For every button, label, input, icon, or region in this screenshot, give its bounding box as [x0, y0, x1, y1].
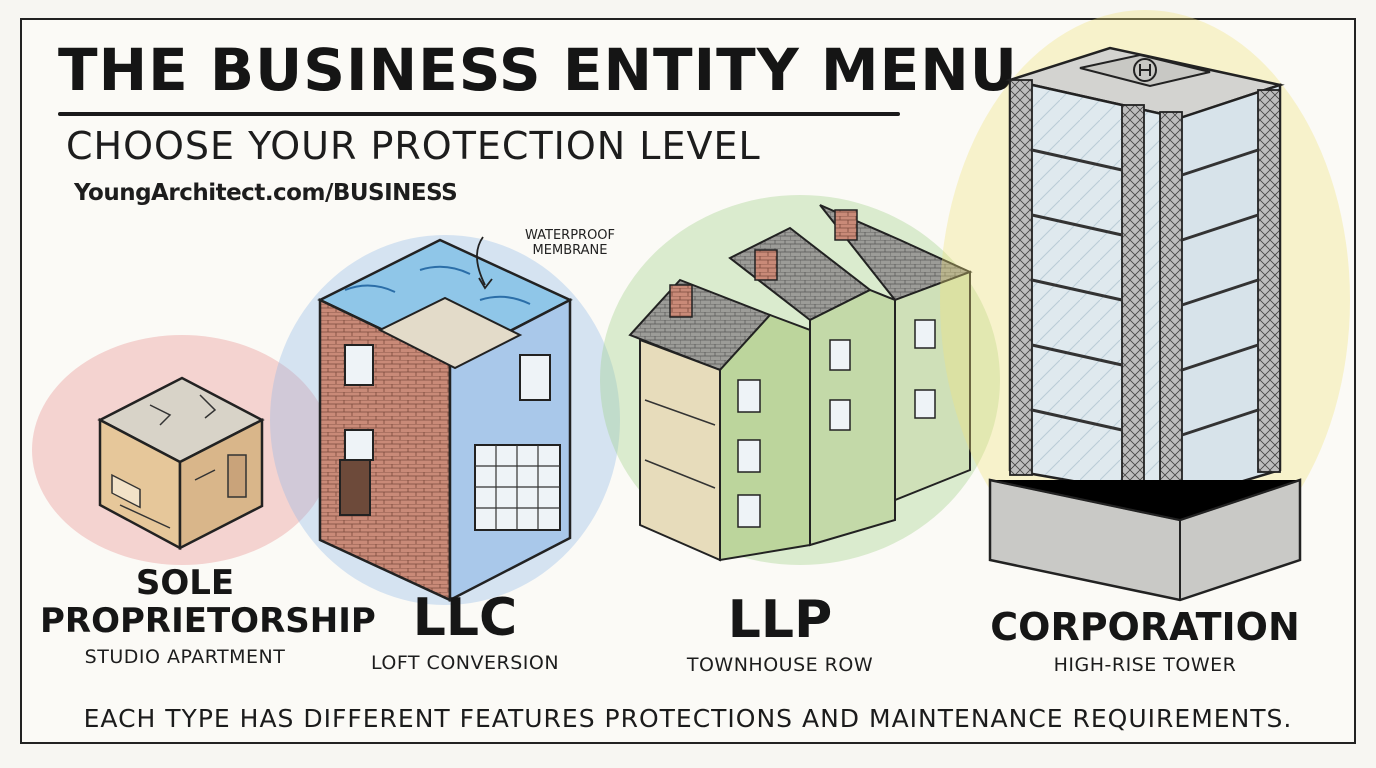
loft-conversion-illustration: [270, 235, 620, 605]
high-rise-tower-illustration: [940, 10, 1350, 602]
callout-line-1: WATERPROOF: [524, 228, 616, 243]
entity-label-llc: LLC LOFT CONVERSION: [350, 592, 580, 674]
entity-name-line-1: SOLE: [135, 563, 235, 603]
entity-label-sole-proprietorship: SOLE PROPRIETORSHIP STUDIO APARTMENT: [40, 563, 376, 668]
entity-name-line-2: PROPRIETORSHIP: [40, 601, 376, 641]
entity-name: LLP: [727, 590, 833, 650]
page-subtitle: CHOOSE YOUR PROTECTION LEVEL: [66, 124, 761, 168]
entity-building: TOWNHOUSE ROW: [686, 654, 874, 676]
entity-name: CORPORATION: [990, 605, 1300, 649]
entity-label-llp: LLP TOWNHOUSE ROW: [660, 594, 900, 676]
entity-building: LOFT CONVERSION: [370, 652, 560, 674]
waterproof-membrane-callout: WATERPROOF MEMBRANE: [520, 228, 620, 258]
title-underline: [58, 112, 900, 116]
footer-note: EACH TYPE HAS DIFFERENT FEATURES PROTECT…: [83, 704, 1293, 733]
studio-apartment-illustration: [32, 335, 332, 565]
source-url: YoungArchitect.com/BUSINESS: [74, 180, 458, 206]
townhouse-row-illustration: [600, 195, 1000, 565]
entity-building: STUDIO APARTMENT: [84, 646, 286, 668]
callout-line-2: MEMBRANE: [532, 243, 608, 258]
entity-name: LLC: [412, 588, 518, 648]
page-title: THE BUSINESS ENTITY MENU: [58, 36, 1018, 104]
entity-building: HIGH-RISE TOWER: [1053, 654, 1237, 676]
entity-label-corporation: CORPORATION HIGH-RISE TOWER: [990, 608, 1300, 676]
